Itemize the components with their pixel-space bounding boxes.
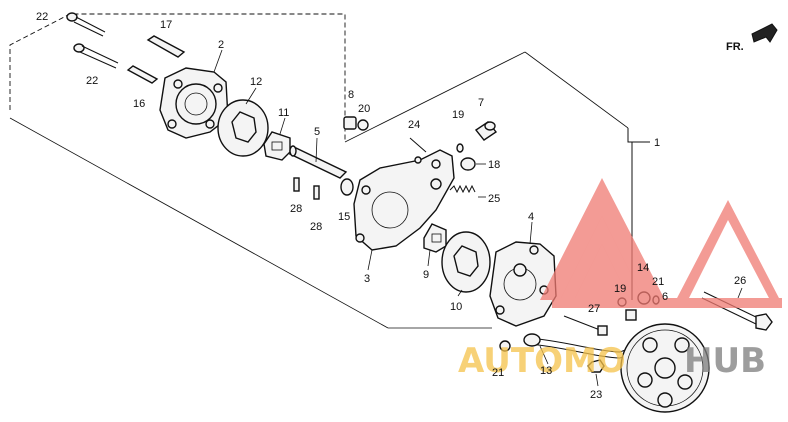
pin-17 xyxy=(146,35,186,58)
pin-16 xyxy=(126,65,159,84)
callout-10: 10 xyxy=(450,301,462,313)
drive-sprocket xyxy=(620,323,710,413)
callout-6: 6 xyxy=(662,291,668,303)
pin-24 xyxy=(409,137,427,153)
callout-17: 17 xyxy=(160,19,172,31)
callout-22: 22 xyxy=(36,11,48,23)
watermark-bar xyxy=(552,298,782,308)
leader-9 xyxy=(427,249,431,267)
callout-21: 21 xyxy=(652,276,664,288)
spring-25 xyxy=(449,184,476,194)
leader-1 xyxy=(627,128,650,143)
leader-13 xyxy=(539,345,549,365)
dowel-pin-28a xyxy=(293,177,300,192)
inner-rotor-11 xyxy=(263,131,291,161)
callout-2: 2 xyxy=(218,39,224,51)
callout-28: 28 xyxy=(290,203,302,215)
outer-rotor-10 xyxy=(441,231,491,293)
callout-4: 4 xyxy=(528,211,534,223)
front-label: FR. xyxy=(726,41,744,53)
washer-19-upper xyxy=(456,143,464,153)
dowel-pin-28b xyxy=(313,185,320,200)
washer-20 xyxy=(357,119,369,131)
callout-16: 16 xyxy=(133,98,145,110)
inner-rotor-9 xyxy=(423,223,447,253)
oil-pipe-13 xyxy=(523,333,637,359)
pump-cover-2 xyxy=(159,67,229,139)
callout-9: 9 xyxy=(423,269,429,281)
callout-28: 28 xyxy=(310,221,322,233)
outer-rotor-12 xyxy=(217,99,269,157)
callout-22: 22 xyxy=(86,75,98,87)
leader-23 xyxy=(595,373,599,387)
leader-11 xyxy=(279,117,286,135)
collar-8 xyxy=(343,116,357,130)
callout-19: 19 xyxy=(614,283,626,295)
callout-13: 13 xyxy=(540,365,552,377)
o-ring-15 xyxy=(340,178,354,196)
leader-5 xyxy=(315,137,318,163)
pump-body-3 xyxy=(353,149,455,251)
callout-7: 7 xyxy=(478,97,484,109)
callout-3: 3 xyxy=(364,273,370,285)
washer-21-lower xyxy=(499,340,511,352)
callout-21: 21 xyxy=(492,367,504,379)
leader-26 xyxy=(737,287,743,299)
callout-14: 14 xyxy=(637,262,649,274)
nut-23 xyxy=(587,359,605,373)
front-direction-arrow: FR. xyxy=(726,23,778,53)
bolt-6 xyxy=(625,309,637,321)
group-boundary-right xyxy=(524,51,629,129)
bolt-22-lower xyxy=(73,43,119,69)
pump-shaft-5 xyxy=(288,145,348,179)
callout-1: 1 xyxy=(654,137,660,149)
callout-20: 20 xyxy=(358,103,370,115)
callout-5: 5 xyxy=(314,126,320,138)
bolt-22-upper xyxy=(66,12,106,37)
callout-24: 24 xyxy=(408,119,420,131)
watermark-text-right: HUB xyxy=(684,341,766,381)
watermark-triangle-inner xyxy=(560,216,644,300)
bolt-26 xyxy=(701,291,773,331)
group-boundary-top xyxy=(344,51,526,143)
pump-housing-4 xyxy=(489,241,557,327)
callout-25: 25 xyxy=(488,193,500,205)
cap-18 xyxy=(460,157,476,171)
group-boundary-left xyxy=(9,117,389,329)
leader-3 xyxy=(367,249,373,271)
watermark-triangle-outer xyxy=(540,178,780,300)
callout-12: 12 xyxy=(250,76,262,88)
callout-8: 8 xyxy=(348,89,354,101)
leader-12 xyxy=(245,87,257,105)
watermark: AUTOMO HUB xyxy=(458,178,782,381)
bolt-27 xyxy=(563,315,608,336)
callout-18: 18 xyxy=(488,159,500,171)
callout-23: 23 xyxy=(590,389,602,401)
relief-valve-7 xyxy=(474,121,498,141)
callout-15: 15 xyxy=(338,211,350,223)
callout-27: 27 xyxy=(588,303,600,315)
leader-10 xyxy=(457,289,463,297)
callout-11: 11 xyxy=(278,107,289,119)
leader-2 xyxy=(213,49,223,73)
watermark-text-left: AUTOMO xyxy=(458,341,626,381)
leader-4 xyxy=(529,221,533,245)
callout-19: 19 xyxy=(452,109,464,121)
callout-26: 26 xyxy=(734,275,746,287)
